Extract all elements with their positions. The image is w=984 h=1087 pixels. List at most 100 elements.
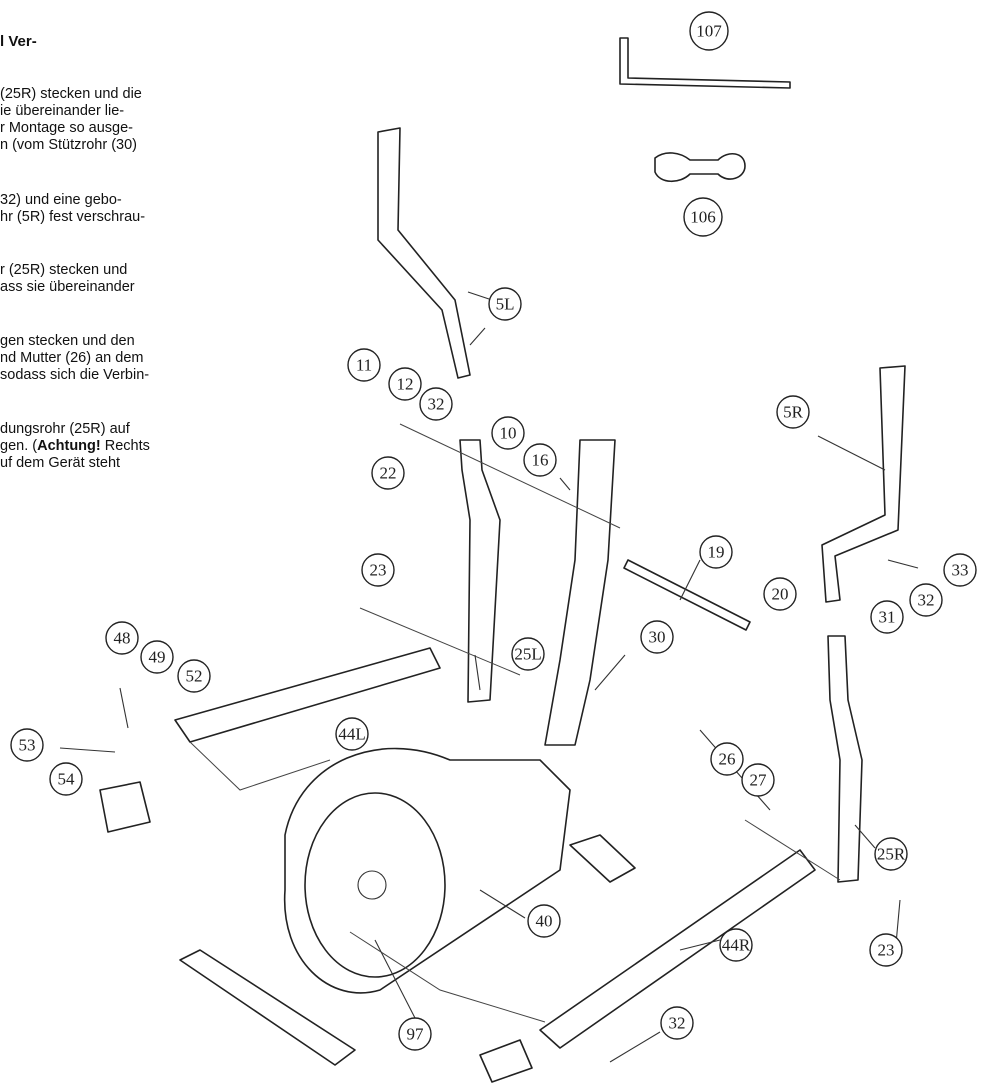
assembly-guide-line: [399, 423, 621, 529]
instruction-line: hr (5R) fest verschrau-: [0, 209, 146, 225]
instruction-line: uf dem Gerät steht: [0, 455, 121, 471]
svg-text:27: 27: [750, 771, 768, 790]
callout-52: 52: [177, 659, 211, 693]
callout-25R: 25R: [874, 837, 908, 871]
assembly-guide-line: [189, 741, 331, 791]
wrench: [654, 152, 746, 183]
callout-16: 16: [523, 443, 557, 477]
instruction-line-achtung: gen. (Achtung! Rechts: [0, 438, 150, 454]
callout-107: 107: [689, 11, 729, 51]
svg-text:49: 49: [149, 648, 166, 667]
left-connecting-tube: [459, 439, 501, 703]
flywheel-cover: [304, 792, 446, 978]
instruction-line: ass sie übereinander: [0, 279, 135, 295]
svg-text:25R: 25R: [877, 845, 906, 864]
svg-text:5R: 5R: [783, 403, 804, 422]
left-pedal-arm: [174, 647, 441, 743]
instruction-line: (25R) stecken und die: [0, 86, 142, 102]
instruction-line: 32) und eine gebo-: [0, 192, 122, 208]
callout-30: 30: [640, 620, 674, 654]
callout-20: 20: [763, 577, 797, 611]
instruction-line: nd Mutter (26) an dem: [0, 350, 144, 366]
instruction-line: dungsrohr (25R) auf: [0, 421, 130, 437]
instruction-line: gen stecken und den: [0, 333, 135, 349]
left-handlebar: [377, 127, 471, 379]
svg-text:20: 20: [772, 585, 789, 604]
callout-5R: 5R: [776, 395, 810, 429]
svg-text:33: 33: [952, 561, 969, 580]
right-pedal: [479, 1039, 533, 1083]
svg-text:40: 40: [536, 912, 553, 931]
instruction-line: r (25R) stecken und: [0, 262, 128, 278]
callout-40: 40: [527, 904, 561, 938]
callout-32: 32: [419, 387, 453, 421]
assembly-guide-line: [359, 607, 521, 676]
rear-stabilizer: [179, 949, 356, 1066]
svg-text:23: 23: [878, 941, 895, 960]
pivot-axle: [623, 559, 751, 631]
svg-text:12: 12: [397, 375, 414, 394]
crank-hub: [357, 870, 387, 900]
callout-32: 32: [909, 583, 943, 617]
assembly-guide-line: [349, 931, 546, 1023]
left-pedal: [99, 781, 151, 833]
callout-48: 48: [105, 621, 139, 655]
callout-23: 23: [361, 553, 395, 587]
svg-text:19: 19: [708, 543, 725, 562]
callout-19: 19: [699, 535, 733, 569]
callout-54: 54: [49, 762, 83, 796]
assembly-guide-line: [744, 819, 841, 881]
callout-22: 22: [371, 456, 405, 490]
svg-text:26: 26: [719, 750, 736, 769]
svg-text:25L: 25L: [514, 645, 541, 664]
svg-text:11: 11: [356, 356, 372, 375]
callout-12: 12: [388, 367, 422, 401]
callout-26: 26: [710, 742, 744, 776]
upright-support-tube: [544, 439, 616, 746]
callout-31: 31: [870, 600, 904, 634]
svg-text:54: 54: [58, 770, 76, 789]
callout-44L: 44L: [335, 717, 369, 751]
right-handlebar: [821, 365, 906, 603]
svg-text:31: 31: [879, 608, 896, 627]
svg-text:97: 97: [407, 1025, 425, 1044]
callout-44R: 44R: [719, 928, 753, 962]
instruction-line: n (vom Stützrohr (30): [0, 137, 137, 153]
svg-text:44L: 44L: [338, 725, 365, 744]
svg-text:32: 32: [669, 1014, 686, 1033]
allen-key: [619, 37, 791, 89]
svg-text:5L: 5L: [496, 295, 515, 314]
callout-25L: 25L: [511, 637, 545, 671]
instruction-heading: l Ver-: [0, 33, 37, 50]
svg-text:10: 10: [500, 424, 517, 443]
svg-text:32: 32: [428, 395, 445, 414]
callout-11: 11: [347, 348, 381, 382]
callout-53: 53: [10, 728, 44, 762]
instruction-line: ie übereinander lie-: [0, 103, 125, 119]
callout-27: 27: [741, 763, 775, 797]
callout-5L: 5L: [488, 287, 522, 321]
svg-text:48: 48: [114, 629, 131, 648]
part-number-callouts: 107 106 5L 11 12 32 10 22 16 5R 19 33 32…: [10, 11, 977, 1051]
callout-33: 33: [943, 553, 977, 587]
callout-10: 10: [491, 416, 525, 450]
svg-text:22: 22: [380, 464, 397, 483]
svg-text:52: 52: [186, 667, 203, 686]
svg-text:107: 107: [696, 22, 722, 41]
svg-text:16: 16: [532, 451, 549, 470]
svg-text:23: 23: [370, 561, 387, 580]
callout-49: 49: [140, 640, 174, 674]
instruction-line: r Montage so ausge-: [0, 120, 133, 136]
callout-32: 32: [660, 1006, 694, 1040]
right-pedal-arm: [539, 849, 816, 1049]
svg-text:32: 32: [918, 591, 935, 610]
parts-drawing: [99, 37, 906, 1083]
callout-97: 97: [398, 1017, 432, 1051]
front-stabilizer: [569, 834, 636, 883]
svg-text:30: 30: [649, 628, 666, 647]
right-connecting-tube: [827, 635, 863, 883]
svg-text:44R: 44R: [722, 936, 751, 955]
svg-text:106: 106: [690, 208, 716, 227]
callout-106: 106: [683, 197, 723, 237]
